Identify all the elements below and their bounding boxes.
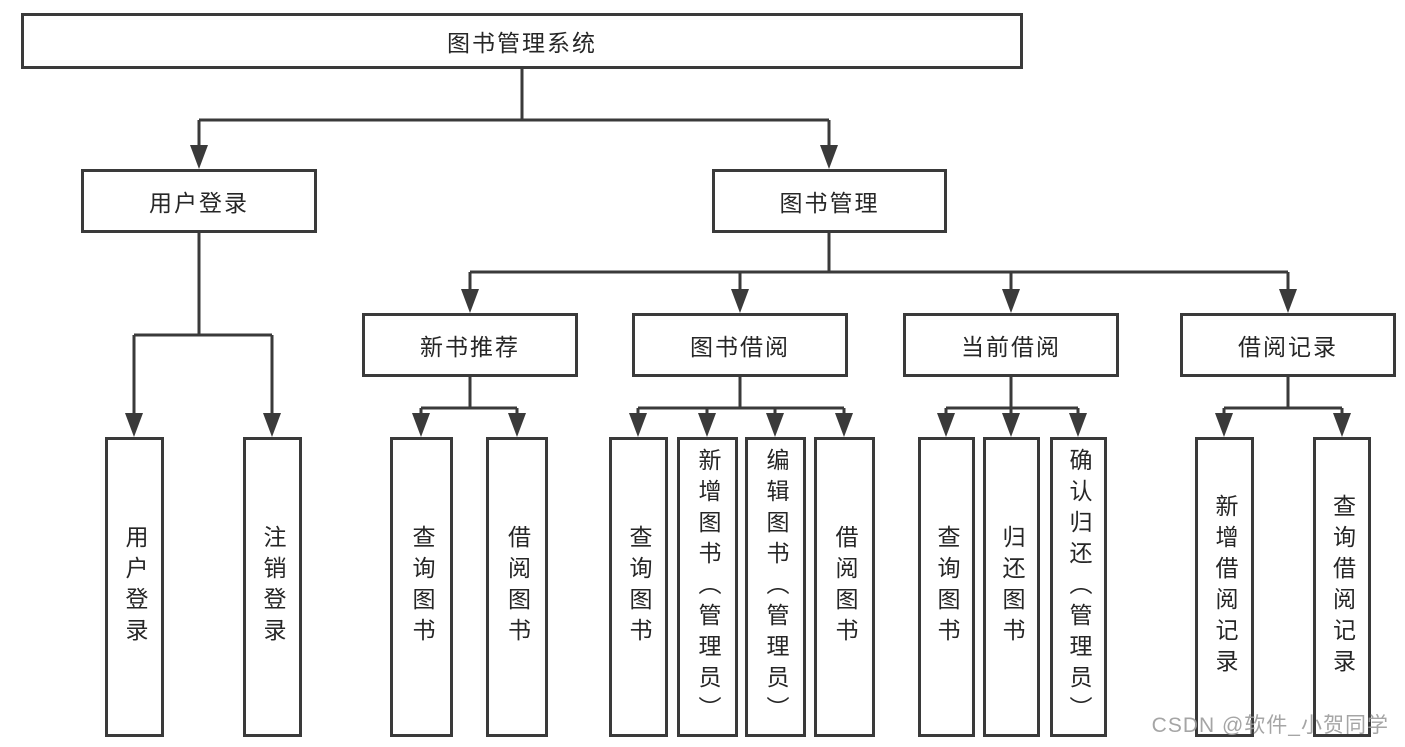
node-new-book-recommend-label: 新书推荐 xyxy=(420,334,520,360)
node-book-management: 图书管理 xyxy=(712,169,947,233)
node-current-borrow: 当前借阅 xyxy=(903,313,1119,377)
node-borrow-book-1-label: 借阅图书 xyxy=(504,525,531,649)
node-query-borrow-record-label: 查询借阅记录 xyxy=(1329,494,1356,680)
node-query-book-2: 查询图书 xyxy=(609,437,668,737)
node-query-book-1: 查询图书 xyxy=(390,437,453,737)
node-query-book-2-label: 查询图书 xyxy=(626,525,652,649)
node-add-borrow-record-label: 新增借阅记录 xyxy=(1212,494,1238,680)
node-confirm-return-admin-label: 确认归还（管理员） xyxy=(1066,447,1092,727)
node-root-label: 图书管理系统 xyxy=(447,30,597,56)
connector-user-login-children xyxy=(125,233,281,437)
node-user-login-label: 用户登录 xyxy=(149,190,249,216)
node-borrow-book-2-label: 借阅图书 xyxy=(832,525,858,649)
node-edit-book-admin: 编辑图书（管理员） xyxy=(745,437,806,737)
connector-book-management-children xyxy=(461,233,1297,313)
watermark-text: CSDN @软件_小贺同学 xyxy=(1151,714,1389,737)
node-query-book-1-label: 查询图书 xyxy=(409,525,435,649)
node-root: 图书管理系统 xyxy=(21,13,1023,69)
node-borrow-records-label: 借阅记录 xyxy=(1238,334,1338,360)
node-borrow-book-2: 借阅图书 xyxy=(814,437,875,737)
connector-borrow-records-children xyxy=(1215,377,1351,437)
node-book-borrow-label: 图书借阅 xyxy=(690,334,790,360)
connector-book-borrow-children xyxy=(629,377,853,437)
node-logout-leaf-label: 注销登录 xyxy=(260,525,286,649)
node-book-management-label: 图书管理 xyxy=(779,190,880,216)
node-user-login-leaf: 用户登录 xyxy=(105,437,164,737)
connector-new-book-recommend-children xyxy=(412,377,526,437)
node-borrow-book-1: 借阅图书 xyxy=(486,437,548,737)
node-confirm-return-admin: 确认归还（管理员） xyxy=(1050,437,1107,737)
connector-current-borrow-children xyxy=(937,377,1087,437)
node-add-book-admin: 新增图书（管理员） xyxy=(677,437,738,737)
node-borrow-records: 借阅记录 xyxy=(1180,313,1396,377)
node-edit-book-admin-label: 编辑图书（管理员） xyxy=(763,447,789,727)
node-user-login-leaf-label: 用户登录 xyxy=(122,525,148,649)
node-book-borrow: 图书借阅 xyxy=(632,313,848,377)
node-add-borrow-record: 新增借阅记录 xyxy=(1195,437,1254,737)
node-query-book-3-label: 查询图书 xyxy=(934,525,960,649)
node-user-login: 用户登录 xyxy=(81,169,317,233)
node-logout-leaf: 注销登录 xyxy=(243,437,302,737)
node-current-borrow-label: 当前借阅 xyxy=(961,334,1061,360)
connector-root-to-level2 xyxy=(190,69,838,169)
node-new-book-recommend: 新书推荐 xyxy=(362,313,578,377)
node-query-borrow-record: 查询借阅记录 xyxy=(1313,437,1371,737)
node-query-book-3: 查询图书 xyxy=(918,437,975,737)
node-return-book: 归还图书 xyxy=(983,437,1040,737)
node-add-book-admin-label: 新增图书（管理员） xyxy=(695,447,721,727)
node-return-book-label: 归还图书 xyxy=(999,525,1025,649)
